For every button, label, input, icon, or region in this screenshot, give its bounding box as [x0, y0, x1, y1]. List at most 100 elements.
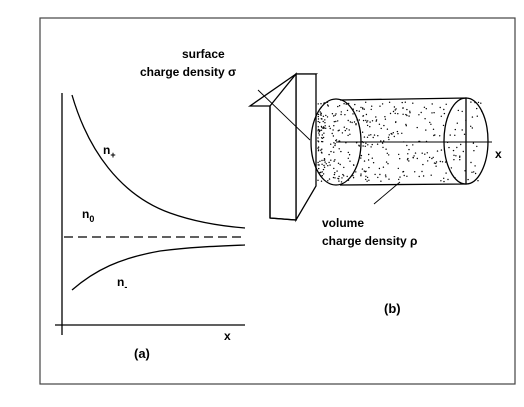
x-axis-label-a: x [224, 329, 231, 343]
charge-dot [433, 162, 436, 164]
cylinder-outline [339, 97, 467, 186]
charge-dot [338, 105, 341, 107]
charge-dot [322, 115, 325, 118]
charge-dot [424, 118, 426, 120]
charge-dot [365, 178, 367, 181]
charge-dot [365, 101, 367, 104]
charge-dot [375, 116, 377, 118]
charge-dot [454, 134, 456, 136]
charge-dot [445, 103, 447, 106]
charge-dot [325, 114, 327, 117]
charge-dot [331, 132, 333, 135]
charge-dot [324, 125, 326, 127]
charge-dot [321, 159, 323, 162]
charge-dot [372, 136, 374, 139]
charge-dot [453, 154, 455, 156]
charge-dot [332, 129, 334, 131]
charge-dot [321, 118, 323, 120]
charge-dot [366, 136, 369, 138]
charge-dot [332, 176, 335, 179]
charge-dot [335, 139, 337, 142]
charge-dot [334, 114, 336, 117]
charge-dot [461, 110, 463, 113]
charge-dot [343, 103, 345, 105]
plate-side-face [295, 73, 317, 223]
charge-dot [456, 122, 458, 124]
charge-dot [436, 150, 439, 152]
charge-dot [390, 132, 392, 135]
charge-dot [347, 179, 350, 181]
charge-dot [317, 115, 319, 118]
charge-dot [327, 180, 329, 182]
charge-dot [481, 110, 483, 112]
charge-dot [476, 145, 478, 148]
charge-dot [349, 121, 352, 123]
charge-dot [371, 143, 373, 146]
charge-dot [439, 106, 441, 109]
charge-dot [345, 142, 347, 144]
charge-dot [447, 178, 449, 181]
charge-dot [337, 105, 339, 108]
charge-dot [399, 176, 401, 178]
charge-dot [334, 172, 336, 174]
charge-dot [443, 112, 446, 115]
cylinder-right-end [443, 97, 489, 185]
plate-bottom-edge [269, 217, 297, 221]
charge-dot [388, 138, 390, 141]
charge-dot [435, 161, 438, 163]
charge-dot [335, 120, 337, 123]
charge-dot [327, 105, 329, 107]
charge-dot [387, 163, 389, 165]
charge-dot [355, 124, 357, 126]
charge-dot [467, 178, 469, 181]
charge-dot [380, 140, 382, 142]
charge-dot [380, 127, 382, 130]
charge-dot [352, 175, 354, 177]
charge-dot [358, 144, 360, 146]
charge-dot [464, 170, 466, 172]
charge-dot [340, 181, 343, 183]
charge-dot [384, 174, 387, 176]
charge-dot [317, 141, 320, 143]
charge-dot [334, 159, 336, 161]
charge-dot [326, 104, 329, 106]
charge-dot [362, 119, 365, 122]
charge-dot [341, 132, 344, 134]
charge-dot [322, 136, 325, 139]
charge-dot [403, 174, 405, 177]
charge-dot [368, 134, 370, 136]
charge-dot [360, 154, 363, 157]
x-axis-label-b: x [495, 147, 502, 161]
charge-dot [446, 141, 449, 144]
charge-dot [409, 110, 411, 113]
charge-dot [319, 121, 321, 124]
charge-dot [444, 161, 447, 163]
charge-dot [318, 130, 321, 133]
charge-dot [465, 119, 467, 122]
charge-dot [361, 131, 364, 133]
charge-dot [360, 173, 362, 175]
charge-dot [384, 118, 387, 120]
charge-dot [397, 167, 399, 170]
charge-dot [397, 113, 399, 115]
charge-dot [346, 128, 348, 130]
charge-dot [325, 163, 327, 165]
charge-dot [337, 162, 340, 164]
charge-dot [376, 143, 379, 145]
charge-dot [317, 150, 320, 152]
charge-dot [340, 150, 342, 153]
charge-dot [402, 107, 404, 109]
charge-dot [333, 160, 335, 162]
charge-dot [430, 123, 432, 126]
charge-dot [423, 106, 426, 109]
charge-dot [383, 140, 385, 142]
charge-dot [380, 180, 382, 182]
charge-dot [473, 171, 475, 173]
charge-dot [320, 180, 323, 182]
charge-dot [368, 179, 370, 181]
charge-dot [365, 142, 367, 144]
charge-dot [433, 134, 435, 137]
charge-dot [323, 132, 325, 134]
charge-dot [418, 175, 420, 178]
